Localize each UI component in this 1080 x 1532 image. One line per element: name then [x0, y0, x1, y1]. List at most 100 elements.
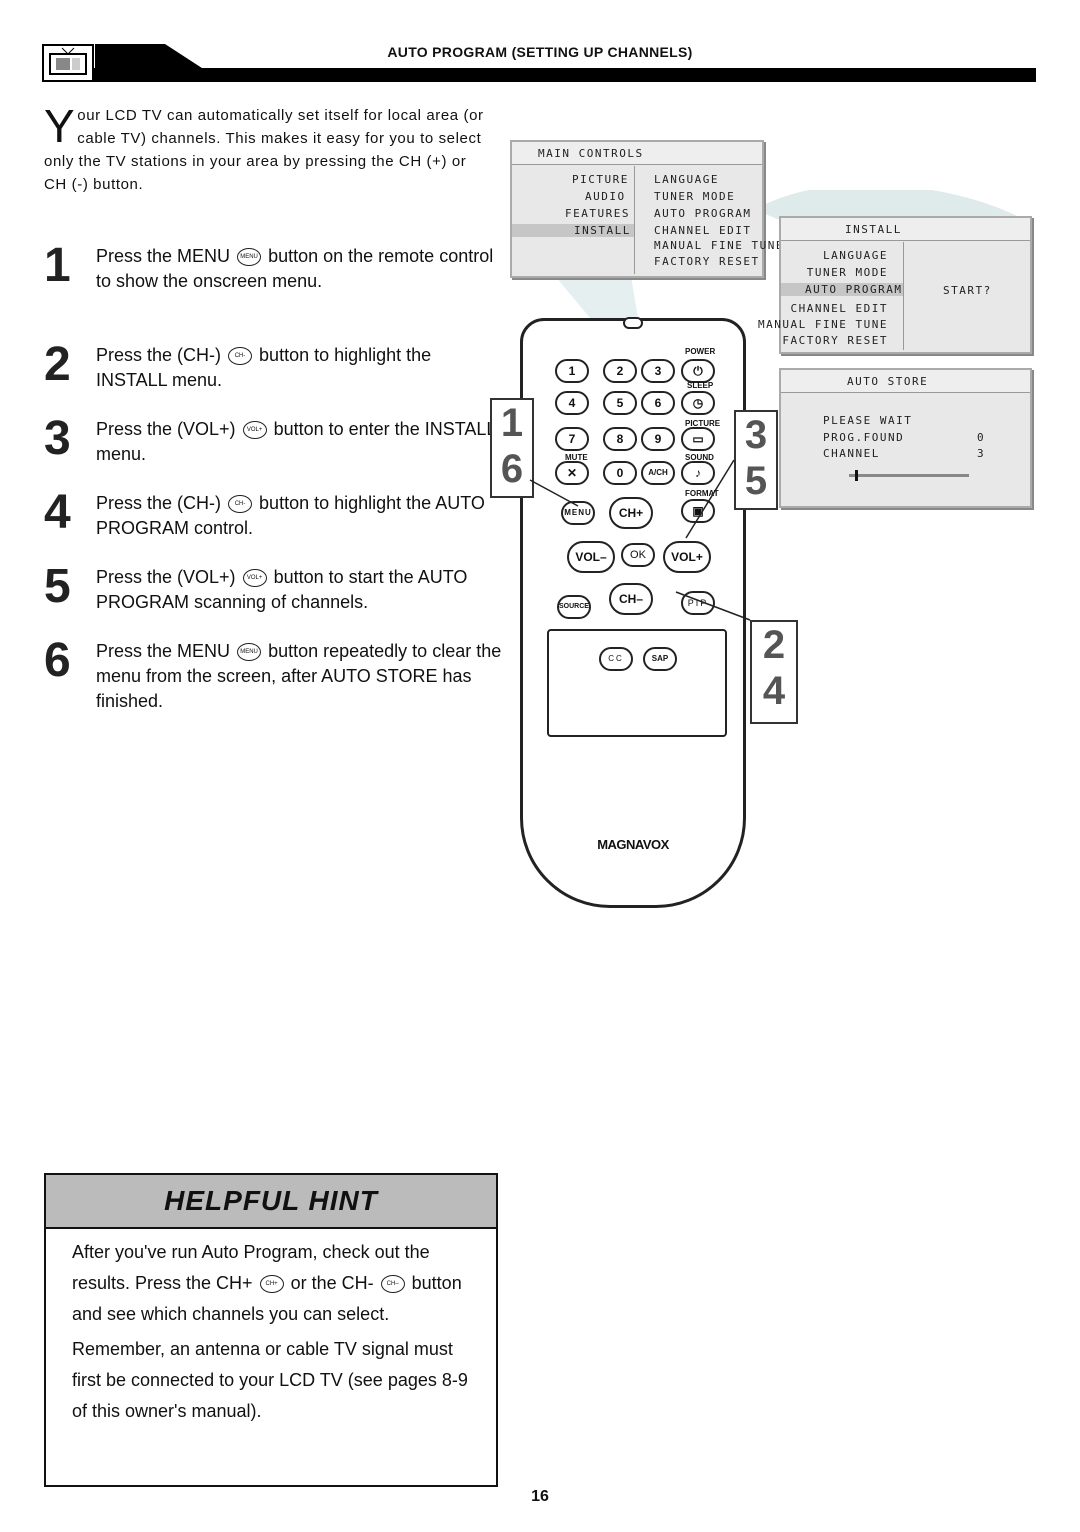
- ch-down-button[interactable]: CH–: [609, 583, 653, 615]
- submenu-item: FACTORY RESET: [654, 255, 760, 268]
- page-number: 16: [531, 1488, 549, 1505]
- sound-label: SOUND: [685, 453, 714, 462]
- step-text: button repeatedly to clear the menu from…: [96, 641, 502, 711]
- hint-body: After you've run Auto Program, check out…: [72, 1237, 482, 1431]
- digit-6-button[interactable]: 6: [641, 391, 675, 415]
- submenu-item: LANGUAGE: [654, 173, 719, 186]
- please-wait-text: PLEASE WAIT: [823, 414, 913, 427]
- vol-up-button-icon: VOL+: [242, 569, 267, 588]
- sleep-icon: ◷: [692, 396, 704, 410]
- vol-down-button[interactable]: VOL–: [567, 541, 615, 573]
- step-number: 3: [44, 412, 71, 465]
- digit-7-button[interactable]: 7: [555, 427, 589, 451]
- mute-icon: ✕: [566, 466, 578, 480]
- callout-number: 6: [500, 447, 524, 491]
- remote-control: POWER 1 2 3 ⏻ SLEEP 4 5 6 ◷ PICTURE 7 8 …: [520, 317, 746, 908]
- menu-title: INSTALL: [845, 223, 902, 236]
- start-prompt: START?: [943, 284, 992, 297]
- prog-found-label: PROG.FOUND: [823, 431, 905, 444]
- digit-8-button[interactable]: 8: [603, 427, 637, 451]
- ch-up-button[interactable]: CH+: [609, 497, 653, 529]
- callout-lines: [529, 459, 751, 621]
- menu-item: CHANNEL EDIT: [790, 302, 888, 315]
- digit-3-button[interactable]: 3: [641, 359, 675, 383]
- digit-5-button[interactable]: 5: [603, 391, 637, 415]
- power-label: POWER: [685, 347, 716, 356]
- picture-button[interactable]: ▭: [681, 427, 715, 451]
- page-title: AUTO PROGRAM (SETTING UP CHANNELS): [387, 44, 693, 60]
- digit-2-button[interactable]: 2: [603, 359, 637, 383]
- screen-beam-graphic: [550, 190, 1025, 330]
- step-number: 4: [44, 486, 71, 539]
- install-menu: INSTALL LANGUAGE TUNER MODE AUTO PROGRAM…: [758, 216, 1032, 354]
- mute-button[interactable]: ✕: [555, 461, 589, 485]
- callout-right-top: 3 5: [734, 410, 778, 510]
- step-text: button on the remote control to show the…: [96, 246, 494, 291]
- step-text: button to enter the INSTALL menu.: [96, 419, 496, 464]
- callout-number: 3: [744, 413, 768, 457]
- step-text: button to start the AUTO PROGRAM scannin…: [96, 567, 468, 612]
- menu-item-auto-program: AUTO PROGRAM: [781, 283, 903, 296]
- sound-button[interactable]: ♪: [681, 461, 715, 485]
- intro-text: our LCD TV can automatically set itself …: [44, 107, 484, 193]
- submenu-item: TUNER MODE: [654, 190, 736, 203]
- step-text: Press the (CH-): [96, 345, 222, 365]
- hint-header: HELPFUL HINT: [46, 1175, 496, 1229]
- digit-9-button[interactable]: 9: [641, 427, 675, 451]
- channel-label: CHANNEL: [823, 447, 880, 460]
- menu-item-features: FEATURES: [565, 207, 630, 220]
- source-button[interactable]: SOURCE: [557, 595, 591, 619]
- menu-item-picture: PICTURE: [572, 173, 629, 186]
- sleep-label: SLEEP: [687, 381, 714, 390]
- callout-number: 4: [762, 669, 786, 713]
- button-door-panel: [547, 629, 727, 737]
- format-label: FORMAT: [685, 489, 719, 498]
- picture-icon: ▭: [692, 432, 704, 446]
- pip-button[interactable]: PIP: [681, 591, 715, 615]
- cc-button[interactable]: CC: [599, 647, 633, 671]
- step-text: button to highlight the AUTO PROGRAM con…: [96, 493, 485, 538]
- step-text: Press the MENU: [96, 641, 231, 661]
- ok-button[interactable]: OK: [621, 543, 655, 567]
- picture-label: PICTURE: [685, 419, 721, 428]
- vol-up-button-icon: VOL+: [242, 421, 267, 440]
- submenu-item: MANUAL FINE TUNE: [654, 239, 784, 252]
- step-number: 5: [44, 560, 71, 613]
- hint-text: After you've run Auto Program, check out…: [72, 1242, 430, 1293]
- submenu-item: AUTO PROGRAM: [654, 207, 752, 220]
- ch-down-button-icon: CH-: [228, 347, 253, 366]
- step-text: Press the (CH-): [96, 493, 222, 513]
- power-icon: ⏻: [693, 364, 703, 378]
- menu-item: TUNER MODE: [806, 266, 888, 279]
- menu-button-icon: MENU: [237, 248, 262, 267]
- auto-store-panel: AUTO STORE PLEASE WAIT PROG.FOUND 0 CHAN…: [779, 368, 1032, 508]
- header-tab-shape: [95, 44, 205, 70]
- callout-number: 5: [744, 459, 768, 503]
- power-button[interactable]: ⏻: [681, 359, 715, 383]
- ach-button[interactable]: A/CH: [641, 461, 675, 485]
- sleep-button[interactable]: ◷: [681, 391, 715, 415]
- callout-right-bottom: 2 4: [750, 620, 798, 724]
- step-text: Press the MENU: [96, 246, 231, 266]
- submenu-item: CHANNEL EDIT: [654, 224, 752, 237]
- ir-window: [623, 317, 643, 329]
- panel-title: AUTO STORE: [847, 375, 929, 388]
- digit-0-button[interactable]: 0: [603, 461, 637, 485]
- menu-item: FACTORY RESET: [782, 334, 888, 347]
- digit-4-button[interactable]: 4: [555, 391, 589, 415]
- menu-item-install: INSTALL: [512, 224, 634, 237]
- note-icon: ♪: [695, 466, 701, 480]
- hint-title: HELPFUL HINT: [164, 1185, 378, 1216]
- mute-label: MUTE: [565, 453, 588, 462]
- menu-button[interactable]: MENU: [561, 501, 595, 525]
- vol-up-button[interactable]: VOL+: [663, 541, 711, 573]
- menu-button-icon: MENU: [237, 643, 262, 662]
- sap-button[interactable]: SAP: [643, 647, 677, 671]
- hint-text: button and see which channels you can se…: [72, 1273, 462, 1324]
- digit-1-button[interactable]: 1: [555, 359, 589, 383]
- progress-knob: [855, 470, 858, 481]
- menu-item-audio: AUDIO: [585, 190, 626, 203]
- format-icon: ▣: [692, 504, 704, 518]
- menu-divider: [903, 242, 904, 350]
